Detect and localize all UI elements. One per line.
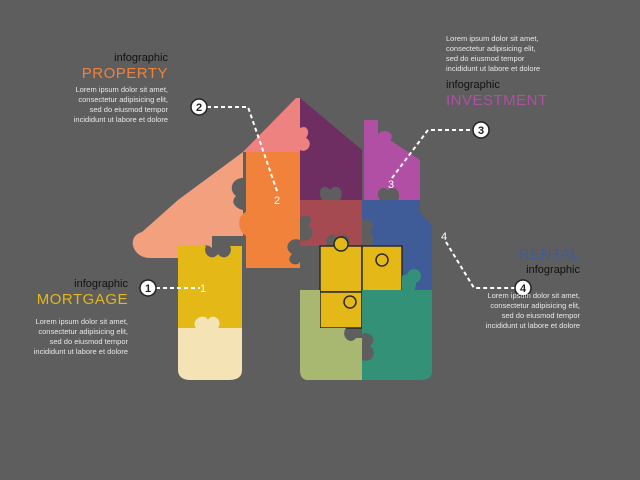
puzzle-knob-3 xyxy=(343,295,357,309)
property-small-label: infographic xyxy=(114,52,168,64)
puzzle-knob-1 xyxy=(333,236,349,252)
connector-line-4 xyxy=(445,241,516,289)
puzzle-knob-teal xyxy=(407,269,421,283)
mortgage-body-line: incididunt ut labore et dolore xyxy=(33,347,128,356)
rental-body-line: sed do eiusmod tempor xyxy=(501,311,580,320)
property-block: infographic PROPERTY Lorem ipsum dolor s… xyxy=(20,52,168,125)
marker-1-label: 1 xyxy=(145,283,151,295)
mortgage-block: infographic MORTGAGE Lorem ipsum dolor s… xyxy=(10,278,128,357)
mortgage-body-line: Lorem ipsum dolor sit amet, xyxy=(35,317,128,326)
puzzle-piece-center-yellow-2 xyxy=(361,245,403,293)
puzzle-piece-investment xyxy=(364,120,420,200)
investment-body-line: consectetur adipisicing elit, xyxy=(446,44,536,53)
marker-2-label: 2 xyxy=(196,102,202,114)
inner-number-2: 2 xyxy=(274,195,280,207)
investment-body: Lorem ipsum dolor sit amet, consectetur … xyxy=(446,34,626,74)
puzzle-piece-foundation-teal xyxy=(362,274,432,380)
marker-1: 1 xyxy=(139,279,157,297)
investment-body-line: sed do eiusmod tempor xyxy=(446,54,525,63)
rental-body-line: Lorem ipsum dolor sit amet, xyxy=(487,291,580,300)
investment-title: INVESTMENT xyxy=(446,92,548,109)
marker-4-label: 4 xyxy=(520,283,527,295)
mortgage-title: MORTGAGE xyxy=(36,291,128,308)
property-body-line: sed do eiusmod tempor xyxy=(89,105,168,114)
puzzle-piece-roof-left xyxy=(132,152,243,258)
puzzle-piece-center-red xyxy=(300,200,362,246)
connector-line-3 xyxy=(391,129,474,179)
rental-body: Lorem ipsum dolor sit amet, consectetur … xyxy=(440,291,580,331)
puzzle-knob-2 xyxy=(375,253,389,267)
puzzle-piece-roof-right xyxy=(300,98,362,200)
property-body: Lorem ipsum dolor sit amet, consectetur … xyxy=(20,85,168,125)
property-body-line: Lorem ipsum dolor sit amet, xyxy=(75,85,168,94)
mortgage-small-label: infographic xyxy=(74,278,128,290)
rental-block: RENTAL infographic Lorem ipsum dolor sit… xyxy=(440,246,580,331)
puzzle-piece-center-yellow-3 xyxy=(319,291,363,329)
mortgage-body-line: consectetur adipisicing elit, xyxy=(38,327,128,336)
puzzle-piece-property xyxy=(239,152,300,268)
puzzle-piece-center-yellow-1 xyxy=(319,245,363,293)
marker-3: 3 xyxy=(472,121,490,139)
puzzle-piece-foundation-left xyxy=(178,316,242,380)
mortgage-body-line: sed do eiusmod tempor xyxy=(49,337,128,346)
property-body-line: consectetur adipisicing elit, xyxy=(78,95,168,104)
rental-title: RENTAL xyxy=(518,246,580,263)
puzzle-piece-mortgage xyxy=(178,246,242,328)
marker-4: 4 xyxy=(514,279,532,297)
puzzle-piece-roof-salmon xyxy=(243,98,314,153)
investment-block: Lorem ipsum dolor sit amet, consectetur … xyxy=(446,34,626,110)
marker-2: 2 xyxy=(190,98,208,116)
rental-body-line: incididunt ut labore et dolore xyxy=(485,321,580,330)
inner-number-1: 1 xyxy=(200,283,206,295)
property-title: PROPERTY xyxy=(81,65,168,82)
investment-small-label: infographic xyxy=(446,79,500,91)
mortgage-body: Lorem ipsum dolor sit amet, consectetur … xyxy=(10,317,128,357)
inner-number-3: 3 xyxy=(388,179,394,191)
property-body-line: incididunt ut labore et dolore xyxy=(73,115,168,124)
investment-body-line: incididunt ut labore et dolore xyxy=(446,64,541,73)
marker-3-label: 3 xyxy=(478,125,484,137)
rental-body-line: consectetur adipisicing elit, xyxy=(490,301,580,310)
puzzle-piece-foundation-green xyxy=(300,290,362,380)
investment-body-line: Lorem ipsum dolor sit amet, xyxy=(446,34,539,43)
rental-small-label: infographic xyxy=(526,264,580,276)
inner-number-4: 4 xyxy=(441,231,447,243)
